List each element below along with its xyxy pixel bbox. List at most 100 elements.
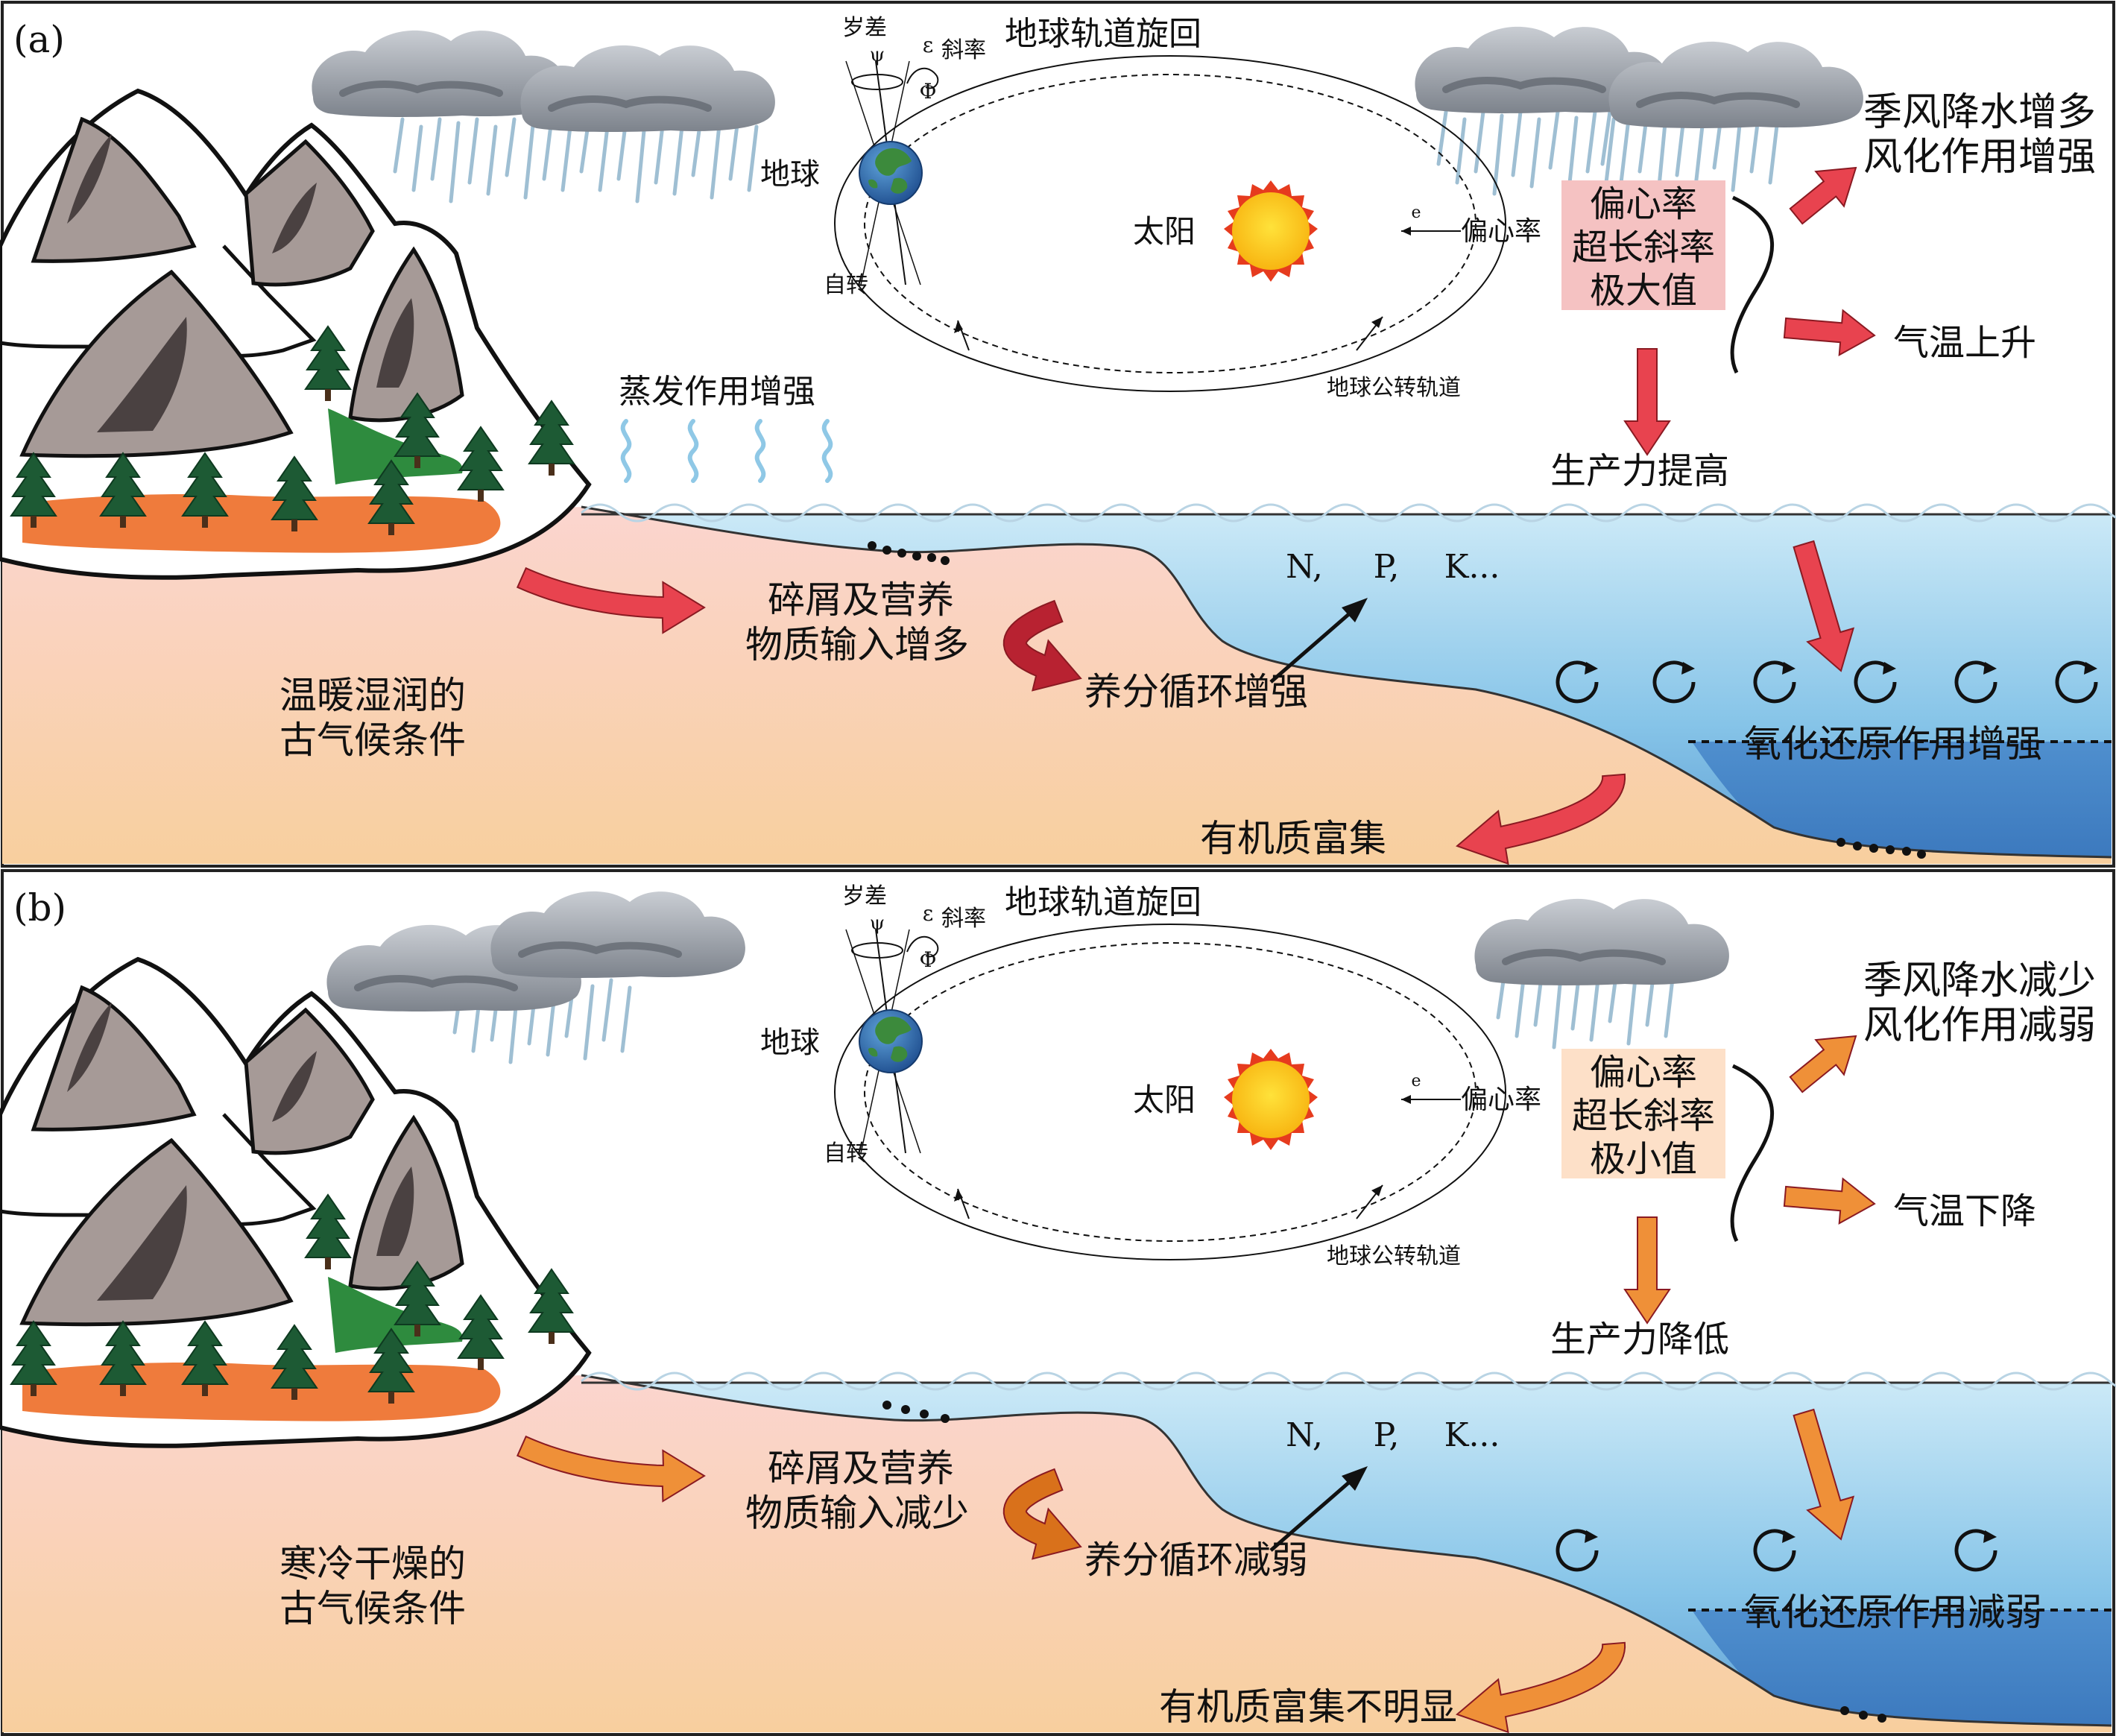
phi-symbol: Φ	[920, 947, 937, 972]
obliquity-arc	[906, 935, 939, 958]
orbit-arrow-head	[954, 321, 963, 333]
sediment-dot	[1837, 838, 1845, 847]
precession-circle	[851, 74, 903, 90]
swirl-arrow-head	[1681, 662, 1695, 675]
swirl-icon	[2055, 660, 2098, 704]
arrow-to-monsoon	[1789, 166, 1857, 225]
eccentricity-label: 偏心率	[1461, 1085, 1541, 1115]
input-line-1: 物质输入增多	[745, 623, 969, 666]
sediment-dot	[920, 1410, 929, 1418]
nutrient-0: N,	[1286, 1416, 1323, 1454]
arrow-to-temperature	[1783, 309, 1876, 356]
arrow-to-monsoon	[1789, 1035, 1857, 1093]
productivity-label: 生产力降低	[1550, 1319, 1729, 1360]
sun-label: 太阳	[1133, 1082, 1196, 1118]
swirl-arrow-head	[1883, 662, 1896, 675]
effect-monsoon: 季风降水增多	[1863, 90, 2096, 135]
evaporation-icon	[821, 419, 833, 483]
nutrient-arrow-head	[1342, 1466, 1368, 1491]
earth-icon	[859, 1009, 923, 1073]
land	[2, 507, 2112, 864]
evaporation-label: 蒸发作用增强	[619, 373, 815, 411]
phi-symbol: Φ	[920, 79, 937, 104]
effect-temperature: 气温下降	[1893, 1190, 2036, 1232]
swirl-arrow-head	[1782, 662, 1796, 675]
orbit-solid	[834, 924, 1506, 1260]
effect-temperature: 气温上升	[1893, 322, 2036, 364]
eccentricity-arrow-head	[1401, 1095, 1411, 1104]
sediment-dot	[1902, 847, 1911, 856]
sediment-dot	[901, 1405, 910, 1414]
precession-label: 岁差	[842, 15, 887, 41]
swirl-icon	[1556, 660, 1599, 704]
arrow-to-redox	[1793, 1408, 1855, 1541]
swirl-arrow-head	[1585, 662, 1598, 675]
state-box-bg	[1561, 1135, 1725, 1178]
sun-label: 太阳	[1133, 213, 1196, 250]
arrow-organic	[1456, 773, 1626, 865]
arrow-nutrient-cycle	[1002, 1468, 1082, 1560]
arrow-to-temperature	[1783, 1177, 1876, 1225]
e-symbol: e	[1411, 203, 1421, 222]
sediment-dot	[1853, 842, 1862, 850]
swirl-icon	[1954, 1529, 1997, 1572]
nutrient-2: K...	[1444, 1416, 1500, 1454]
nutrient-cycle-label: 养分循环减弱	[1084, 1538, 1308, 1582]
sediment-dot	[941, 556, 950, 565]
orbit-dashed	[864, 942, 1477, 1242]
nutrient-cycle-label: 养分循环增强	[1084, 670, 1308, 713]
productivity-label: 生产力提高	[1550, 450, 1729, 492]
arrow-input	[516, 1435, 706, 1503]
nutrient-0: N,	[1286, 548, 1323, 586]
earth-label: 地球	[760, 1026, 820, 1060]
sediment-dot	[1886, 845, 1895, 854]
swirl-icon	[1753, 660, 1796, 704]
swirl-arrow-head	[1983, 662, 1997, 675]
input-line-0: 碎屑及营养	[768, 1447, 954, 1490]
state-box-bg	[1561, 1092, 1725, 1135]
psi-symbol: ψ	[870, 44, 885, 66]
state-box-line-1: 超长斜率	[1572, 227, 1715, 268]
arrow-to-productivity	[1623, 348, 1671, 456]
nutrient-1: P,	[1374, 1416, 1400, 1454]
nutrient-arrow-head	[1342, 598, 1368, 622]
effect-weathering: 风化作用增强	[1863, 135, 2096, 180]
precession-label: 岁差	[842, 883, 887, 909]
arrow-organic	[1456, 1641, 1626, 1734]
sediment-dot	[912, 552, 921, 561]
panel-label: (b)	[13, 886, 66, 929]
arrow-to-redox	[1793, 540, 1855, 672]
sediment-dot	[1877, 1714, 1886, 1723]
land	[2, 1375, 2112, 1732]
psi-symbol: ψ	[870, 912, 885, 935]
swirl-icon	[1954, 660, 1997, 704]
organic-label: 有机质富集	[1200, 817, 1386, 860]
waves	[581, 1372, 2116, 1391]
climate-line-0: 温暖湿润的	[279, 674, 466, 717]
rotation-label: 自转	[824, 272, 868, 298]
swirl-arrow-head	[1983, 1530, 1997, 1543]
orbit-path-label: 地球公转轨道	[1327, 1243, 1461, 1269]
swirl-icon	[1753, 1529, 1796, 1572]
orbit-arrow-head	[1371, 1185, 1383, 1196]
epsilon-symbol: ε	[923, 33, 934, 57]
orbit-path-label: 地球公转轨道	[1327, 375, 1461, 401]
panel-label: (a)	[13, 18, 65, 61]
state-box-line-0: 偏心率	[1590, 183, 1697, 225]
effect-weathering: 风化作用减弱	[1863, 1003, 2096, 1048]
state-box-bg	[1561, 1049, 1725, 1092]
state-box-line-1: 超长斜率	[1572, 1095, 1715, 1137]
arrow-input	[516, 566, 706, 634]
input-line-1: 物质输入减少	[745, 1492, 969, 1535]
e-symbol: e	[1411, 1072, 1421, 1090]
swirl-arrow-head	[1782, 1530, 1796, 1543]
earth-label: 地球	[760, 157, 820, 192]
climate-line-1: 古气候条件	[279, 719, 466, 762]
climate-line-0: 寒冷干燥的	[279, 1542, 466, 1585]
swirl-icon	[1854, 660, 1897, 704]
shoreline	[581, 1374, 2112, 1727]
organic-label: 有机质富集不明显	[1159, 1685, 1457, 1729]
state-box-line-2: 极大值	[1590, 270, 1697, 312]
